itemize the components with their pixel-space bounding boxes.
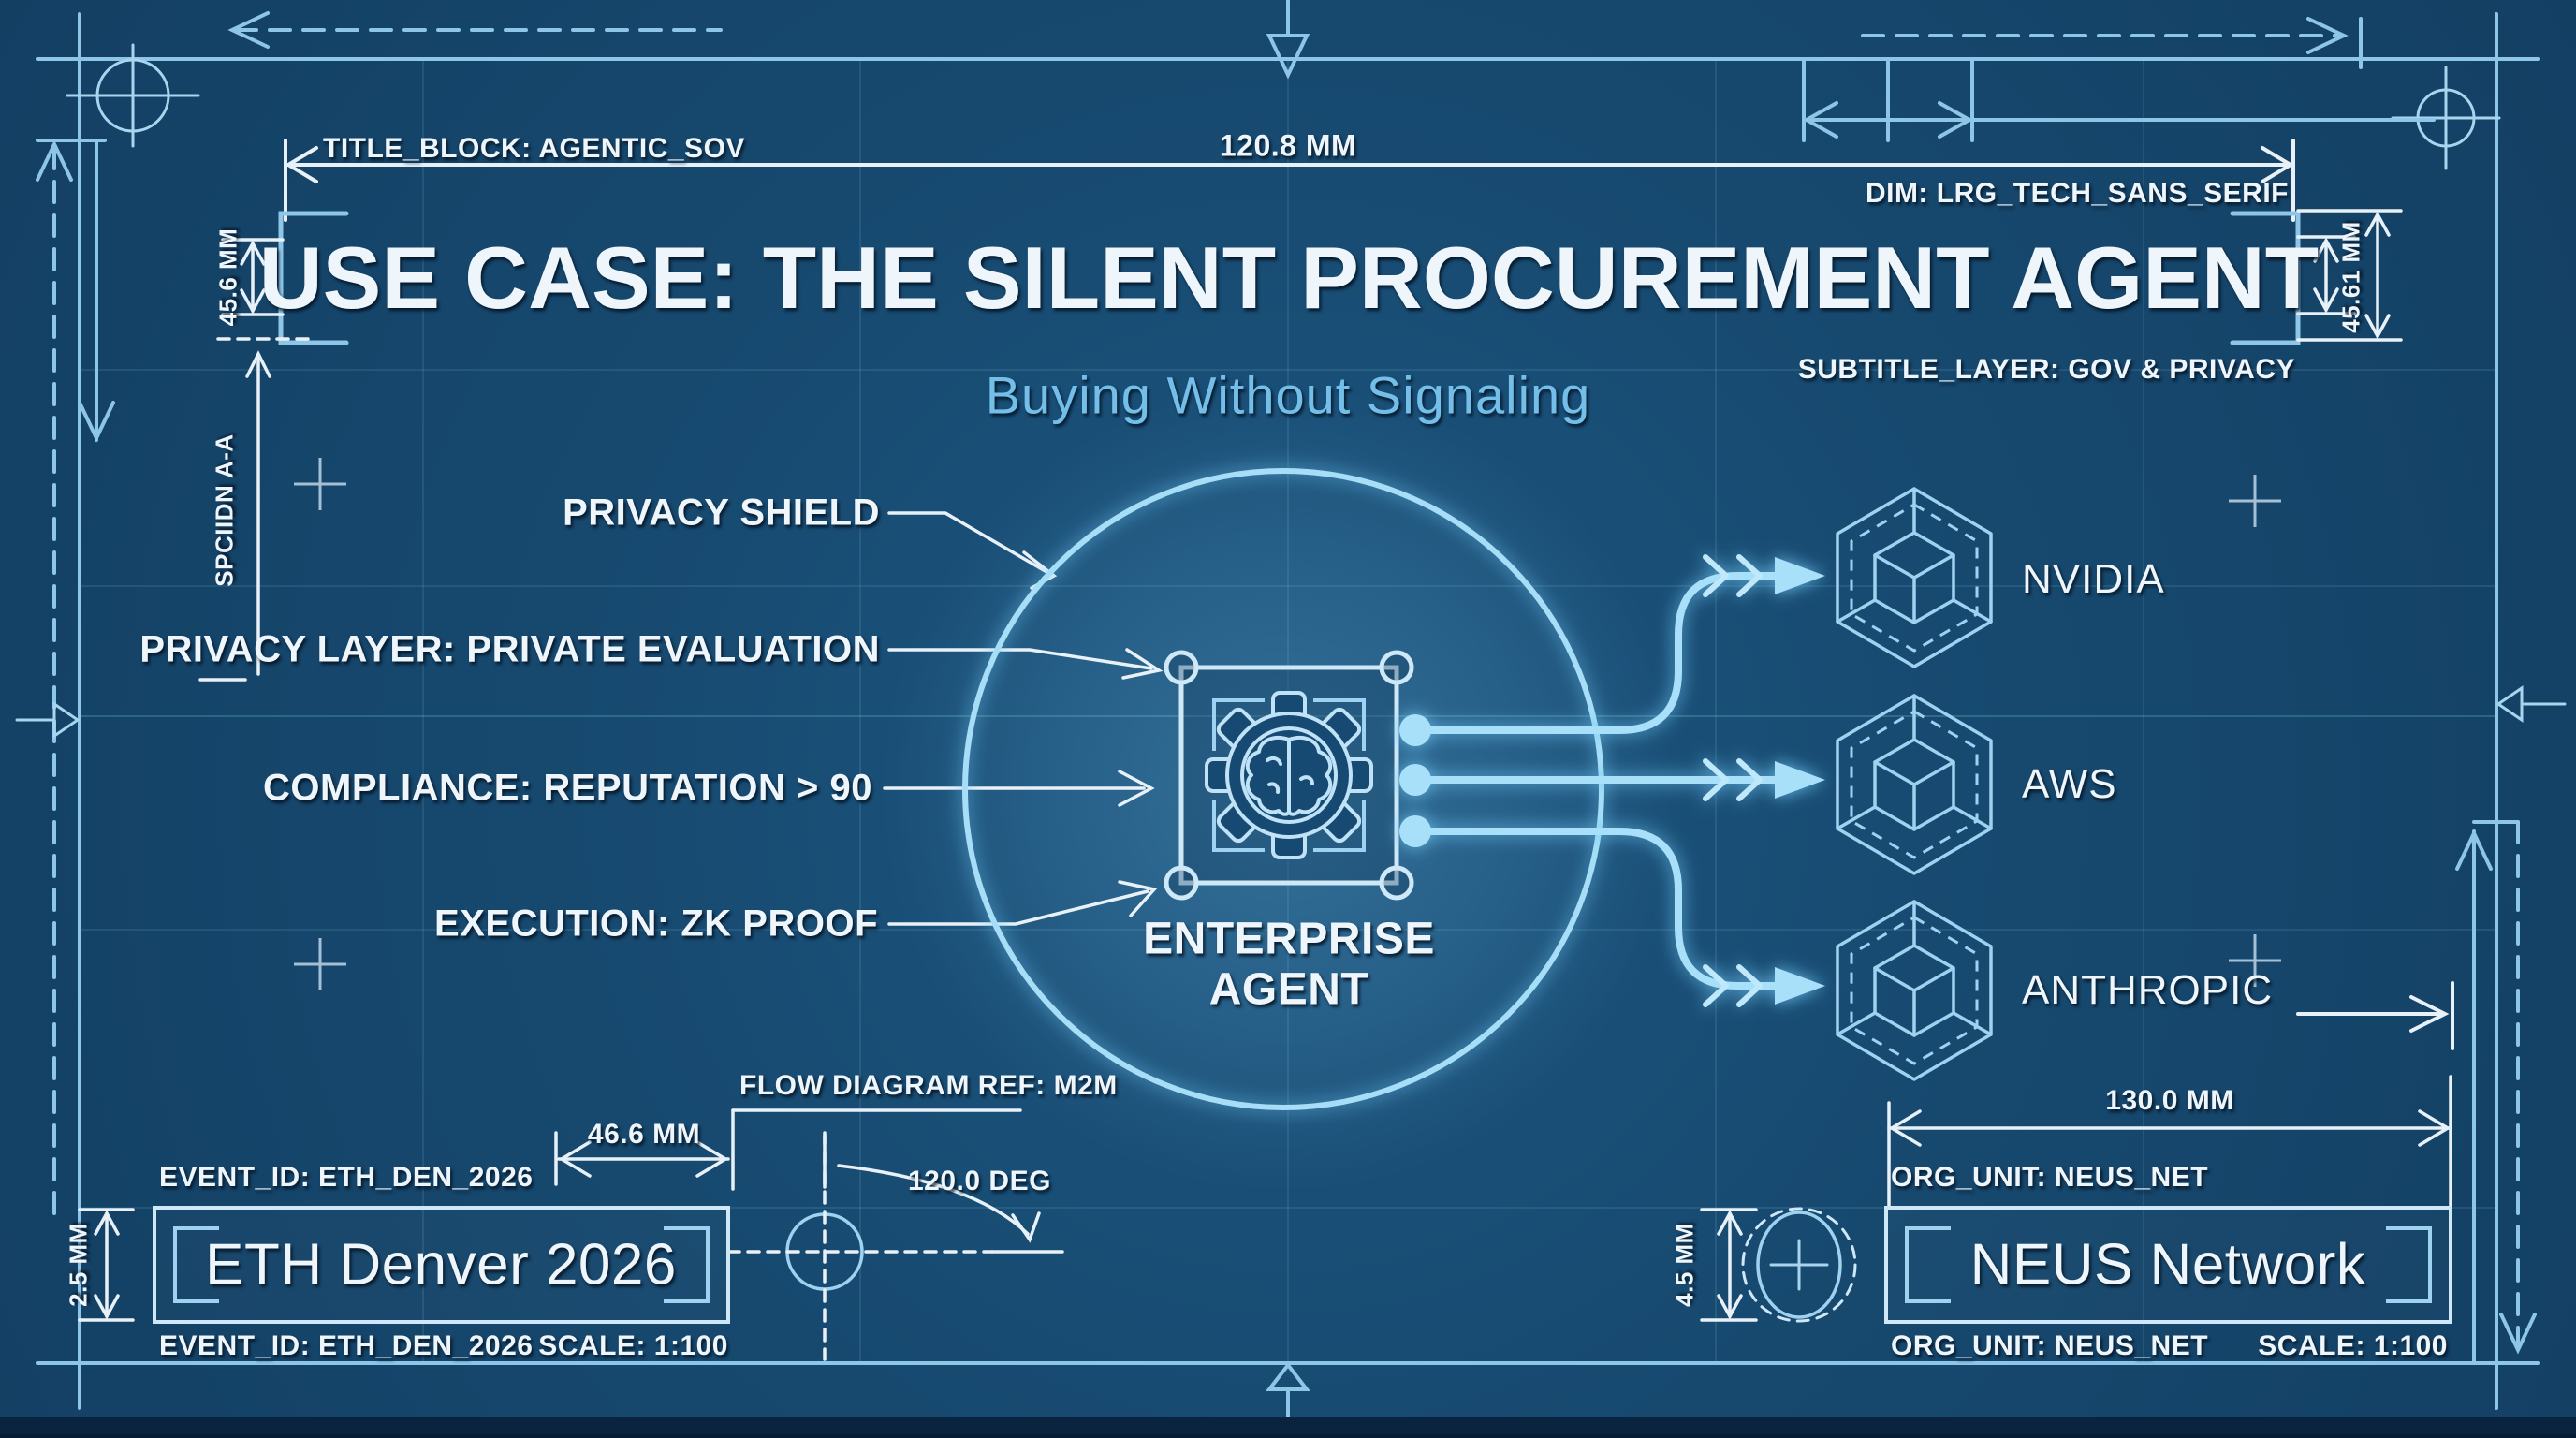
callout-compliance: COMPLIANCE: REPUTATION > 90	[263, 767, 872, 809]
left-edge-markers	[15, 139, 115, 1228]
org-stamp-name: NEUS Network	[1969, 1232, 2366, 1298]
left-height-dim-label: 45.6 MM	[213, 227, 242, 327]
org-unit-bottom-label: ORG_UNIT: NEUS_NET	[1891, 1330, 2209, 1361]
flow-angle-dim-label: 120.0 DEG	[908, 1166, 1051, 1196]
event-stamp-box	[78, 1206, 730, 1324]
right-stamp-height-dim: 4.5 MM	[1670, 1223, 1699, 1307]
title-block-label: TITLE_BLOCK: AGENTIC_SOV	[323, 133, 745, 164]
right-stamp-width-dim: 130.0 MM	[2105, 1085, 2234, 1116]
registration-plus-marks	[294, 458, 2281, 990]
event-stamp-name: ETH Denver 2026	[205, 1232, 677, 1298]
title-width-dimension	[284, 139, 2295, 222]
privacy-shield-ring	[962, 468, 1604, 1110]
right-edge-markers	[2296, 685, 2567, 1365]
left-stamp-height-dim: 2.5 MM	[64, 1223, 93, 1307]
flow-arrow-icon	[1703, 554, 1825, 1007]
flow-ref-label: FLOW DIAGRAM REF: M2M	[739, 1070, 1118, 1101]
top-edge-markers	[227, 0, 2436, 142]
event-id-bottom-label: EVENT_ID: ETH_DEN_2026	[159, 1330, 534, 1361]
right-height-dim-label: 45.61 MM	[2336, 221, 2365, 333]
wireframe-cube-icon-aws	[1836, 694, 1993, 875]
wireframe-cube-icon-nvidia	[1836, 487, 1993, 668]
provider-anthropic: ANTHROPIC	[2022, 967, 2274, 1013]
gear-brain-icon	[1205, 691, 1373, 859]
callout-privacy-shield: PRIVACY SHIELD	[563, 492, 880, 534]
title-width-dim-label: 120.8 MM	[1219, 128, 1357, 163]
title-frame	[198, 209, 2403, 682]
dim-note-label: DIM: LRG_TECH_SANS_SERIF	[1865, 178, 2289, 209]
callout-execution: EXECUTION: ZK PROOF	[434, 902, 878, 945]
left-scale-label: SCALE: 1:100	[538, 1330, 728, 1361]
bottom-edge-markers	[0, 1361, 2576, 1438]
datum-circle-icon	[1741, 1207, 1857, 1323]
right-scale-label: SCALE: 1:100	[2258, 1330, 2448, 1361]
subtitle-layer-label: SUBTITLE_LAYER: GOV & PRIVACY	[1797, 354, 2295, 385]
provider-nvidia: NVIDIA	[2022, 556, 2165, 602]
connector-lines	[1399, 554, 1825, 1007]
org-stamp-box	[1700, 1075, 2452, 1324]
wireframe-cube-icon-anthropic	[1836, 900, 1993, 1081]
enterprise-agent-node	[1164, 650, 1414, 901]
page-title: USE CASE: THE SILENT PROCUREMENT AGENT	[258, 228, 2320, 327]
org-unit-top-label: ORG_UNIT: NEUS_NET	[1891, 1162, 2209, 1193]
agent-label-line2: AGENT	[1208, 964, 1369, 1015]
callout-privacy-layer: PRIVACY LAYER: PRIVATE EVALUATION	[139, 628, 880, 670]
provider-aws: AWS	[2022, 761, 2117, 807]
page-subtitle: Buying Without Signaling	[985, 365, 1591, 425]
flow-width-dim-label: 46.6 MM	[587, 1119, 701, 1150]
event-id-top-label: EVENT_ID: ETH_DEN_2026	[159, 1162, 534, 1193]
section-label: SPCIIDN A-A	[210, 433, 239, 587]
flow-reference-group	[554, 1108, 1064, 1361]
agent-label-line1: ENTERPRISE	[1143, 914, 1435, 964]
